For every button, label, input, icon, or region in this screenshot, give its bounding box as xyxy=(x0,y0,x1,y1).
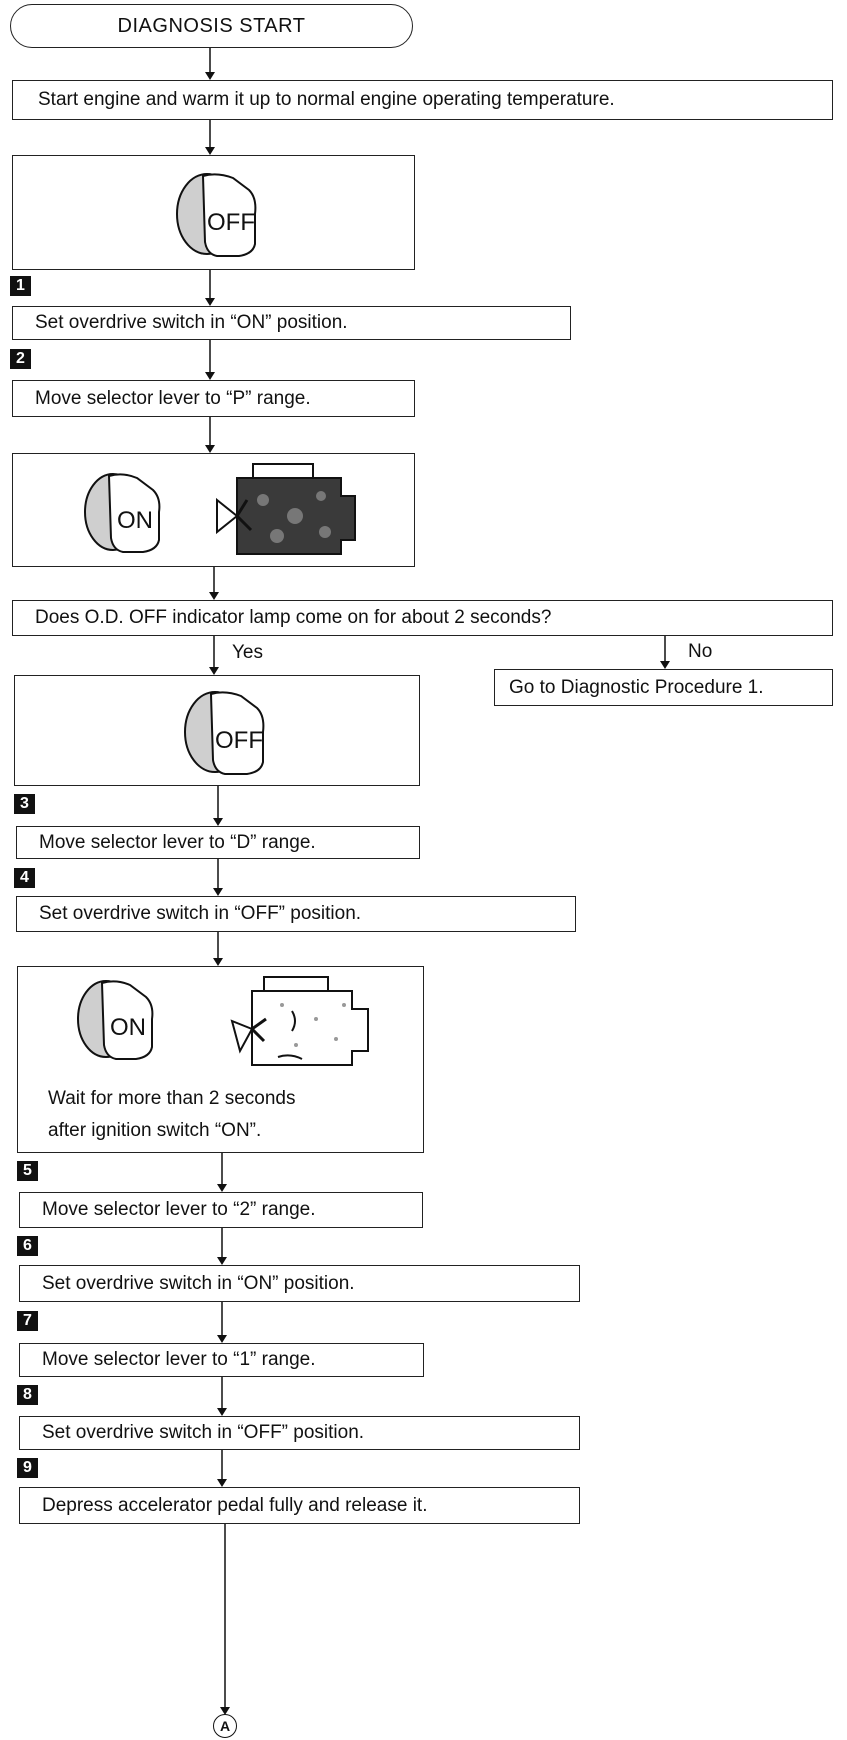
ignition-key-off-icon: OFF xyxy=(184,691,265,775)
ignition-off-picture-box-2: OFF xyxy=(14,675,420,786)
step-4-box: Set overdrive switch in “OFF” position. xyxy=(16,896,576,932)
step-number-4: 4 xyxy=(14,868,35,888)
step-1-box: Set overdrive switch in “ON” position. xyxy=(12,306,571,340)
step-5-box: Move selector lever to “2” range. xyxy=(19,1192,423,1228)
step-4-text: Set overdrive switch in “OFF” position. xyxy=(39,903,362,924)
key-on-label-2: ON xyxy=(110,1014,146,1041)
step-number-5: 5 xyxy=(17,1161,38,1181)
diagnosis-start-terminator: DIAGNOSIS START xyxy=(10,4,413,48)
step-number-7: 7 xyxy=(17,1311,38,1331)
step-warmup-text: Start engine and warm it up to normal en… xyxy=(38,89,615,110)
step-3-text: Move selector lever to “D” range. xyxy=(39,831,316,853)
step-6-box: Set overdrive switch in “ON” position. xyxy=(19,1265,580,1302)
question-text: Does O.D. OFF indicator lamp come on for… xyxy=(35,607,552,628)
step-2-text: Move selector lever to “P” range. xyxy=(35,387,311,409)
step-2-box: Move selector lever to “P” range. xyxy=(12,380,415,417)
step-8-box: Set overdrive switch in “OFF” position. xyxy=(19,1416,580,1450)
step-1-text: Set overdrive switch in “ON” position. xyxy=(35,312,348,333)
step-6-text: Set overdrive switch in “ON” position. xyxy=(42,1272,355,1294)
start-label: DIAGNOSIS START xyxy=(117,14,306,37)
step-8-text: Set overdrive switch in “OFF” position. xyxy=(42,1422,365,1443)
engine-running-icon xyxy=(216,463,356,555)
step-3-box: Move selector lever to “D” range. xyxy=(16,826,420,859)
ignition-on-engine-running-box: ON xyxy=(12,453,415,567)
ignition-key-on-icon: ON xyxy=(77,980,154,1060)
yes-label: Yes xyxy=(232,642,263,663)
key-off-label-2: OFF xyxy=(215,727,263,754)
wait-note-line-1: Wait for more than 2 seconds xyxy=(48,1088,296,1109)
connector-a: A xyxy=(213,1714,237,1738)
key-on-label: ON xyxy=(117,507,153,534)
go-to-procedure-1-text: Go to Diagnostic Procedure 1. xyxy=(509,676,764,698)
step-7-text: Move selector lever to “1” range. xyxy=(42,1349,316,1370)
step-number-6: 6 xyxy=(17,1236,38,1256)
step-5-text: Move selector lever to “2” range. xyxy=(42,1199,316,1220)
step-warmup-box: Start engine and warm it up to normal en… xyxy=(12,80,833,120)
step-number-3: 3 xyxy=(14,794,35,814)
ignition-key-on-icon: ON xyxy=(84,473,161,553)
step-9-text: Depress accelerator pedal fully and rele… xyxy=(42,1494,428,1516)
go-to-procedure-1-box: Go to Diagnostic Procedure 1. xyxy=(494,669,833,706)
no-label: No xyxy=(688,641,713,662)
ignition-key-off-icon: OFF xyxy=(176,173,257,257)
step-number-8: 8 xyxy=(17,1385,38,1405)
step-number-1: 1 xyxy=(10,276,31,296)
question-box: Does O.D. OFF indicator lamp come on for… xyxy=(12,600,833,636)
step-number-9: 9 xyxy=(17,1458,38,1478)
key-off-label: OFF xyxy=(207,209,255,236)
ignition-off-picture-box: OFF xyxy=(12,155,415,270)
step-9-box: Depress accelerator pedal fully and rele… xyxy=(19,1487,580,1524)
wait-picture-box: ON Wait for more than 2 seconds after ig… xyxy=(17,966,424,1153)
step-number-2: 2 xyxy=(10,349,31,369)
step-7-box: Move selector lever to “1” range. xyxy=(19,1343,424,1377)
wait-note-line-2: after ignition switch “ON”. xyxy=(48,1120,262,1141)
engine-stopped-icon xyxy=(230,976,369,1066)
